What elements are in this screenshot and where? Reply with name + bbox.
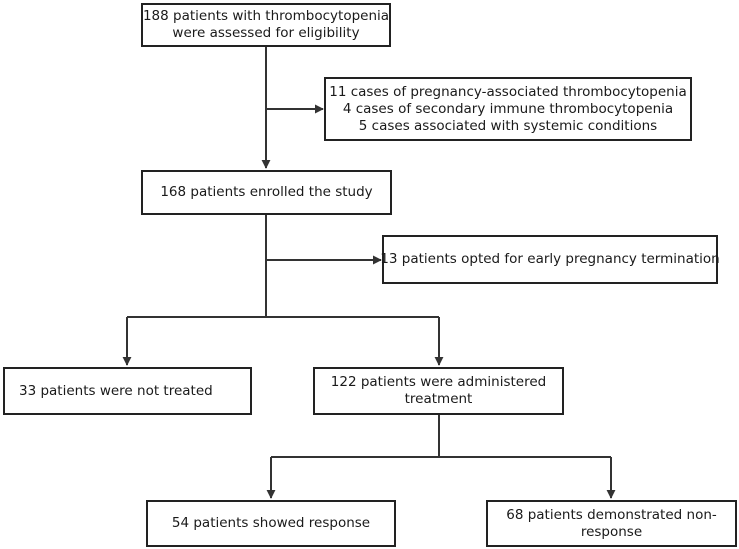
excluded-line-3: 5 cases associated with systemic conditi…: [358, 117, 658, 134]
box-excluded: 11 cases of pregnancy-associated thrombo…: [324, 77, 692, 141]
treated-line-1: 122 patients were administered: [330, 374, 547, 390]
box-non-response: 68 patients demonstrated non- response: [486, 500, 737, 547]
box-not-treated: 33 patients were not treated: [3, 367, 252, 415]
excluded-line-2: 4 cases of secondary immune thrombocytop…: [342, 100, 674, 117]
non-response-line-2: response: [580, 523, 643, 540]
box-treated: 122 patients were administered treatment: [313, 367, 564, 415]
termination-line-1: 13 patients opted for early pregnancy te…: [380, 251, 720, 267]
response-line-1: 54 patients showed response: [171, 515, 371, 531]
box-enrolled: 168 patients enrolled the study: [141, 170, 392, 215]
box-termination: 13 patients opted for early pregnancy te…: [380, 235, 720, 284]
box-response: 54 patients showed response: [146, 500, 396, 547]
non-response-line-1: 68 patients demonstrated non-: [506, 506, 717, 523]
assessed-line-2: were assessed for eligibility: [172, 25, 360, 41]
excluded-line-1: 11 cases of pregnancy-associated thrombo…: [329, 83, 687, 100]
assessed-line-1: 188 patients with thrombocytopenia: [142, 8, 390, 24]
box-assessed: 188 patients with thrombocytopenia were …: [141, 3, 391, 47]
not-treated-line-1: 33 patients were not treated: [19, 382, 213, 399]
enrolled-line-1: 168 patients enrolled the study: [160, 184, 373, 200]
treated-line-2: treatment: [404, 391, 473, 407]
